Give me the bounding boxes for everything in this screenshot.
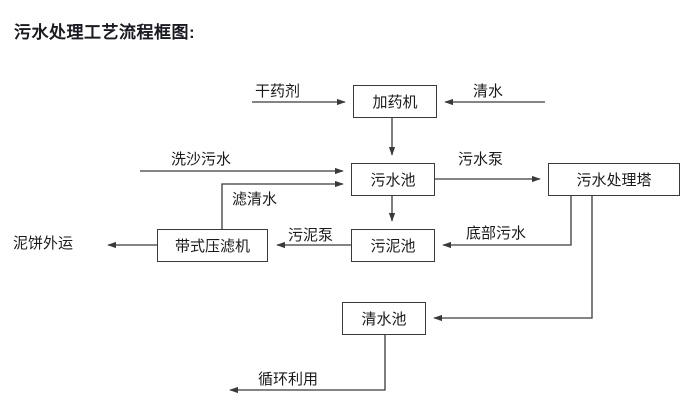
edge-treatment-tower-to-sludge-pool: [442, 196, 572, 249]
edge-label-sludge-pump: 污泥泵: [288, 227, 334, 244]
node-treatment-tower[interactable]: 污水处理塔: [548, 163, 680, 196]
node-label: 污泥池: [370, 238, 416, 255]
node-label: 清水池: [361, 311, 407, 328]
terminal-label-wash-sewage: 洗沙污水: [171, 151, 232, 168]
node-label: 带式压滤机: [174, 238, 250, 255]
page-title: 污水处理工艺流程框图:: [14, 23, 196, 42]
node-label: 污水处理塔: [576, 172, 652, 189]
edge-label-bottom-sewage: 底部污水: [466, 225, 527, 242]
node-label: 污水池: [370, 172, 416, 189]
node-dosing-machine[interactable]: 加药机: [353, 85, 437, 118]
node-label: 加药机: [372, 94, 418, 111]
terminal-label-clean-water: 清水: [473, 83, 504, 100]
terminal-label-dry-reagent: 干药剂: [255, 83, 301, 100]
edge-clean-water-pool-to-recycle: [229, 335, 386, 394]
edge-belt-filter-press-to-sewage-pool: [221, 180, 344, 229]
node-sludge-pool[interactable]: 污泥池: [351, 229, 435, 262]
terminal-label-mud-cake-out: 泥饼外运: [13, 235, 74, 252]
edge-treatment-tower-to-clean-water-pool: [433, 196, 593, 322]
edge-label-recycle-reuse: 循环利用: [258, 371, 319, 388]
node-sewage-pool[interactable]: 污水池: [351, 163, 435, 196]
node-belt-filter-press[interactable]: 带式压滤机: [157, 229, 268, 262]
edge-label-filtered-clear-water: 滤清水: [232, 191, 278, 208]
node-clean-water-pool[interactable]: 清水池: [342, 302, 426, 335]
edge-label-sewage-pump: 污水泵: [458, 151, 504, 168]
